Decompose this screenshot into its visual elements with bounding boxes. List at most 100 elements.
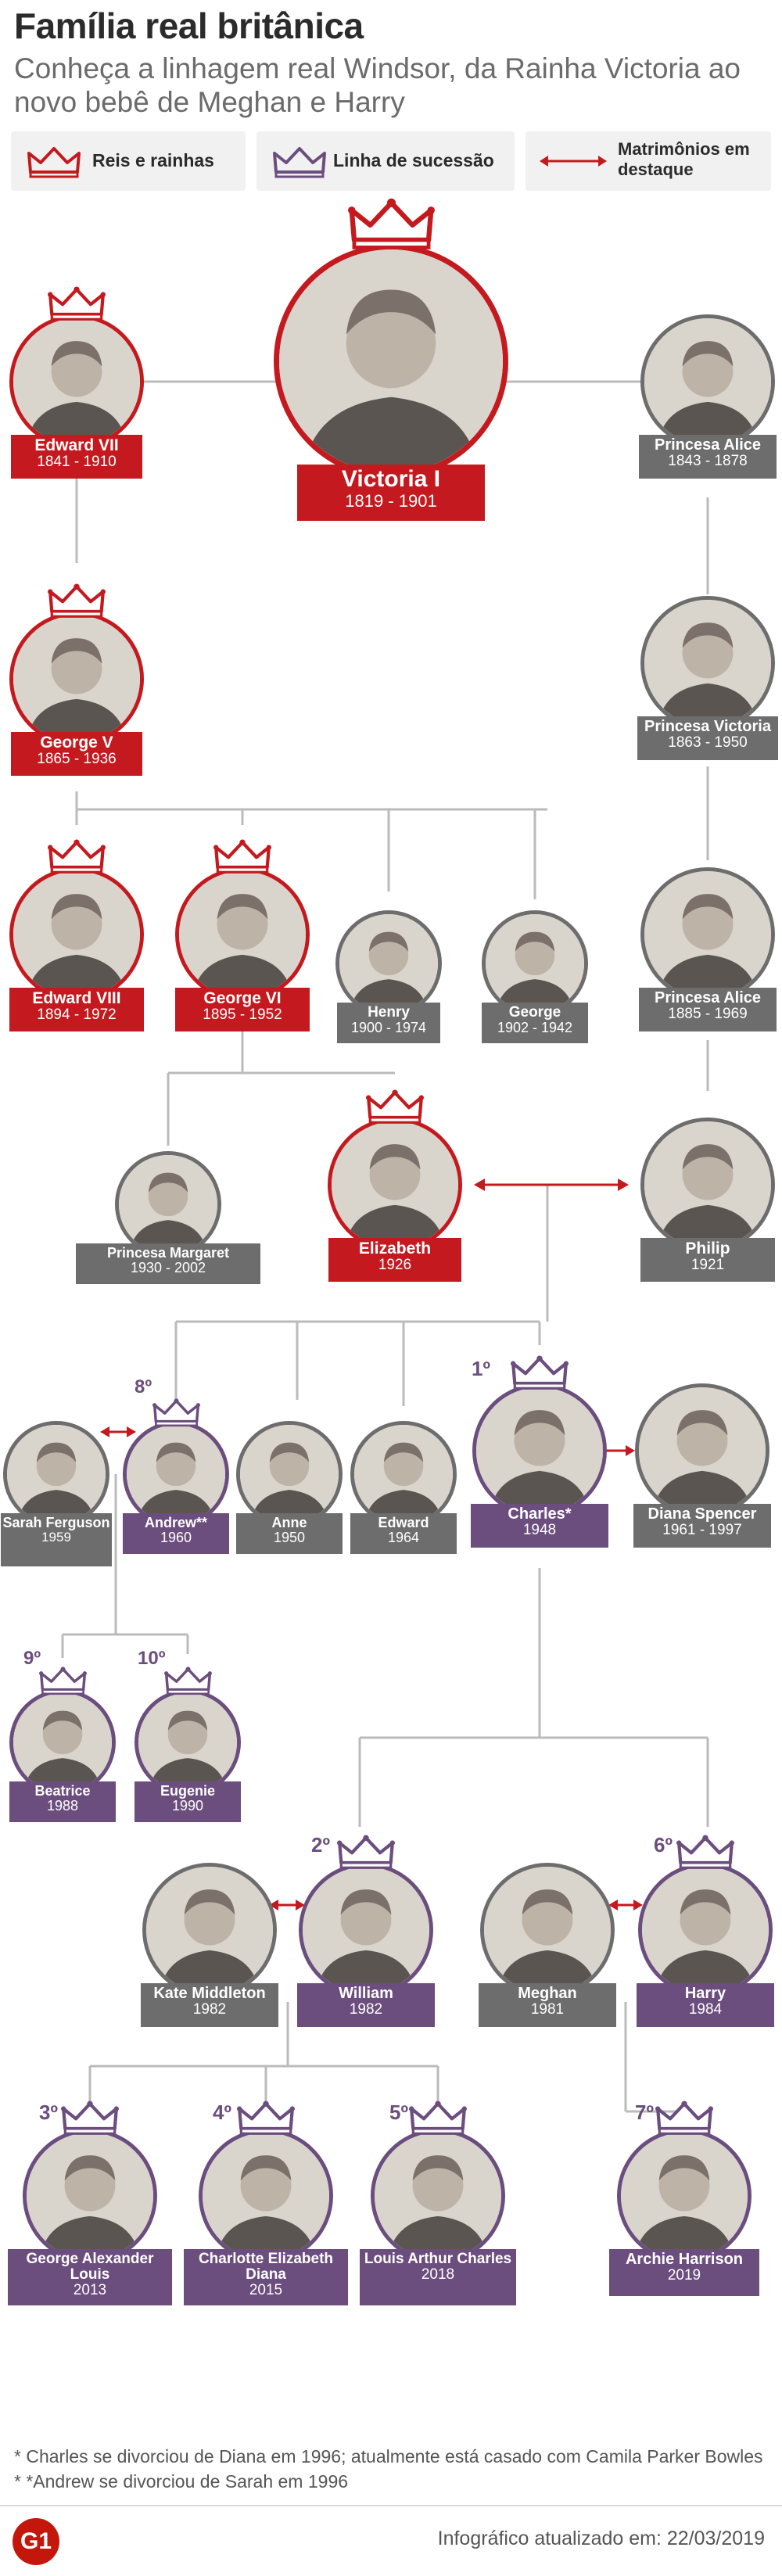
- person-years: 1990: [171, 1797, 204, 1814]
- crown-icon: [38, 1667, 87, 1695]
- crown-purple-icon: [273, 147, 326, 178]
- person-name: Louis Arthur Charles: [364, 2251, 512, 2267]
- g1-logo: G1: [13, 2518, 59, 2565]
- crown-red-icon: [27, 147, 81, 178]
- king-edward-viii-portrait-icon: [13, 871, 140, 998]
- crown-icon: [511, 1355, 569, 1390]
- meghan-markle-portrait-icon: [484, 1867, 611, 1993]
- queen-elizabeth-portrait-icon: [332, 1121, 458, 1248]
- footnote-andrew: * *Andrew se divorciou de Sarah em 1996: [14, 2471, 349, 2492]
- portrait-photo: [482, 910, 588, 1017]
- person-name: Philip: [685, 1240, 730, 1258]
- person-years: 1959: [41, 1529, 71, 1545]
- page-title: Família real britânica: [14, 5, 364, 46]
- person-name: Charlotte Elizabeth Diana: [198, 2251, 334, 2283]
- princess-anne-portrait-icon: [240, 1425, 339, 1523]
- crown-icon: [48, 583, 106, 618]
- person-name: Elizabeth: [358, 1240, 432, 1258]
- person-name: Princesa Alice: [654, 436, 761, 454]
- person-years: 2018: [421, 2266, 455, 2283]
- diana-spencer-portrait-icon: [639, 1387, 766, 1514]
- king-edward-vii-portrait-icon: [13, 318, 140, 445]
- legend-succession-label: Linha de sucessão: [333, 150, 494, 170]
- succession-rank: 10º: [138, 1648, 166, 1669]
- person-name: Princesa Alice: [654, 989, 761, 1006]
- portrait-photo: [274, 244, 508, 479]
- prince-george-portrait-icon: [27, 2133, 153, 2259]
- page-subtitle: Conheça a linhagem real Windsor, da Rain…: [14, 52, 741, 118]
- crown-icon: [213, 839, 271, 874]
- princess-eugenie-portrait-icon: [138, 1693, 237, 1792]
- portrait-photo: [123, 1421, 229, 1527]
- portrait-photo: [9, 314, 144, 449]
- portrait-photo: [328, 1118, 462, 1252]
- portrait-photo: [617, 2129, 752, 2263]
- person-name: Andrew**: [144, 1515, 207, 1530]
- portrait-photo: [9, 867, 144, 1002]
- succession-rank: 8º: [135, 1376, 152, 1397]
- succession-rank: 7º: [635, 2101, 654, 2124]
- double-arrow-icon: [540, 156, 607, 167]
- person-years: 1930 - 2002: [130, 1259, 206, 1275]
- portrait-photo: [371, 2129, 505, 2263]
- crown-icon: [152, 1398, 200, 1427]
- princess-margaret-portrait-icon: [119, 1155, 217, 1254]
- queen-victoria-portrait-icon: [279, 249, 503, 473]
- prince-harry-portrait-icon: [642, 1867, 769, 1993]
- legend-marriages: Matrimônios em destaque: [526, 131, 771, 191]
- person-years: 2013: [73, 2281, 107, 2298]
- prince-edward-portrait-icon: [354, 1425, 453, 1523]
- portrait-photo: [299, 1863, 433, 1997]
- person-years: 1841 - 1910: [37, 454, 117, 471]
- portrait-photo: [236, 1421, 343, 1527]
- marriage-arrows: [100, 1179, 643, 1910]
- person-name: William: [339, 1985, 393, 2002]
- person-name: Henry: [368, 1004, 410, 1021]
- princess-alice-portrait-icon: [644, 318, 771, 445]
- portrait-photo: [480, 1863, 615, 1997]
- person-name: Princesa Victoria: [644, 718, 771, 735]
- person-years: 2019: [667, 2267, 701, 2284]
- footnote-charles: * Charles se divorciou de Diana em 1996;…: [14, 2446, 763, 2467]
- person-years: 2015: [249, 2281, 283, 2298]
- crown-icon: [48, 286, 106, 321]
- succession-rank: 4º: [213, 2101, 231, 2124]
- person-years: 1865 - 1936: [37, 751, 117, 768]
- portrait-photo: [635, 1383, 769, 1518]
- portrait-photo: [640, 1118, 775, 1252]
- succession-rank: 6º: [654, 1833, 673, 1857]
- portrait-photo: [9, 1689, 116, 1796]
- prince-louis-portrait-icon: [375, 2133, 501, 2259]
- person-name: George V: [40, 734, 113, 752]
- prince-george-portrait-icon: [486, 914, 584, 1013]
- crown-icon: [337, 1835, 395, 1869]
- person-name: Archie Harrison: [625, 2251, 744, 2268]
- portrait-photo: [115, 1151, 221, 1258]
- legend-kings-label: Reis e rainhas: [92, 150, 214, 170]
- legend-marriages-label: Matrimônios em destaque: [618, 139, 750, 179]
- person-name: Charles*: [508, 1505, 572, 1523]
- person-name: Edward: [378, 1515, 429, 1530]
- lineage-lines: [61, 380, 709, 2113]
- person-years: 1894 - 1972: [37, 1006, 117, 1024]
- person-name: George Alexander Louis: [26, 2251, 154, 2283]
- person-name: Kate Middleton: [153, 1985, 266, 2002]
- person-years: 1895 - 1952: [203, 1006, 282, 1024]
